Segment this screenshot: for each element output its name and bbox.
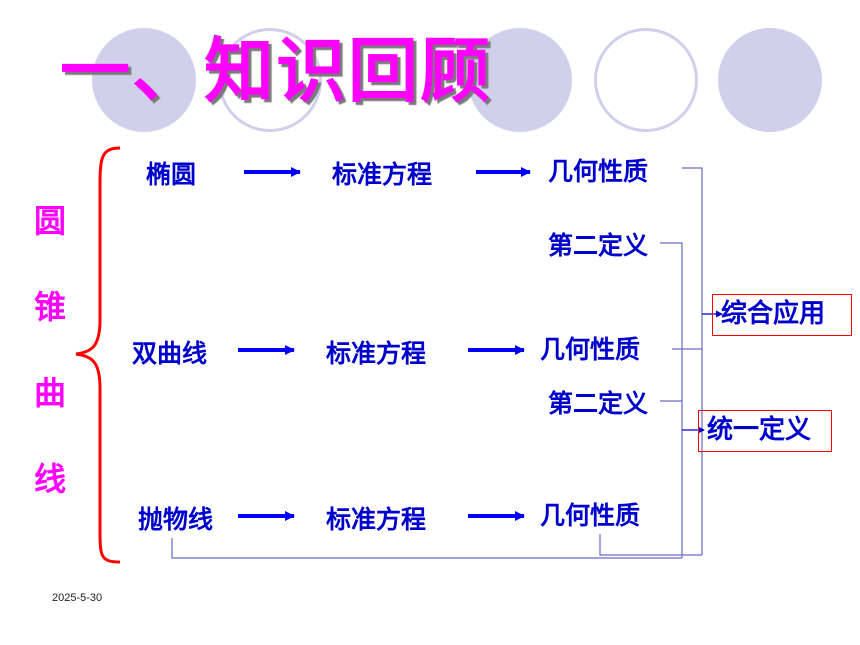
connector-line <box>171 538 682 559</box>
standard-equation: 标准方程 <box>326 339 427 368</box>
geometric-property: 几何性质 <box>548 157 649 186</box>
curve-hyperbola: 双曲线 <box>132 339 208 368</box>
decor-circle-3 <box>468 28 572 132</box>
side-label-char: 曲 <box>33 374 66 412</box>
decor-circle-5 <box>718 28 822 132</box>
side-label-char: 线 <box>33 460 66 498</box>
second-definition: 第二定义 <box>548 231 649 260</box>
connector-line <box>682 167 703 555</box>
decor-circle-4 <box>594 28 698 132</box>
geometric-property: 几何性质 <box>540 335 641 364</box>
side-label-char: 锥 <box>33 288 66 326</box>
connector-line <box>599 534 702 556</box>
side-label-char: 圆 <box>33 202 66 240</box>
curve-parabola: 抛物线 <box>138 505 214 534</box>
page-title: 一、知识回顾 <box>60 30 492 112</box>
decor-circle-1 <box>92 28 196 132</box>
second-definition: 第二定义 <box>548 389 649 418</box>
unified-definition-box: 统一定义 <box>698 410 832 452</box>
curve-ellipse: 椭圆 <box>146 160 197 189</box>
geometric-property: 几何性质 <box>540 501 641 530</box>
decor-circle-2 <box>218 28 322 132</box>
standard-equation: 标准方程 <box>332 160 433 189</box>
connector-line <box>660 242 683 558</box>
application-box: 综合应用 <box>712 294 852 336</box>
curly-brace <box>75 146 121 564</box>
footer-date: 2025-5-30 <box>52 592 103 604</box>
standard-equation: 标准方程 <box>326 505 427 534</box>
